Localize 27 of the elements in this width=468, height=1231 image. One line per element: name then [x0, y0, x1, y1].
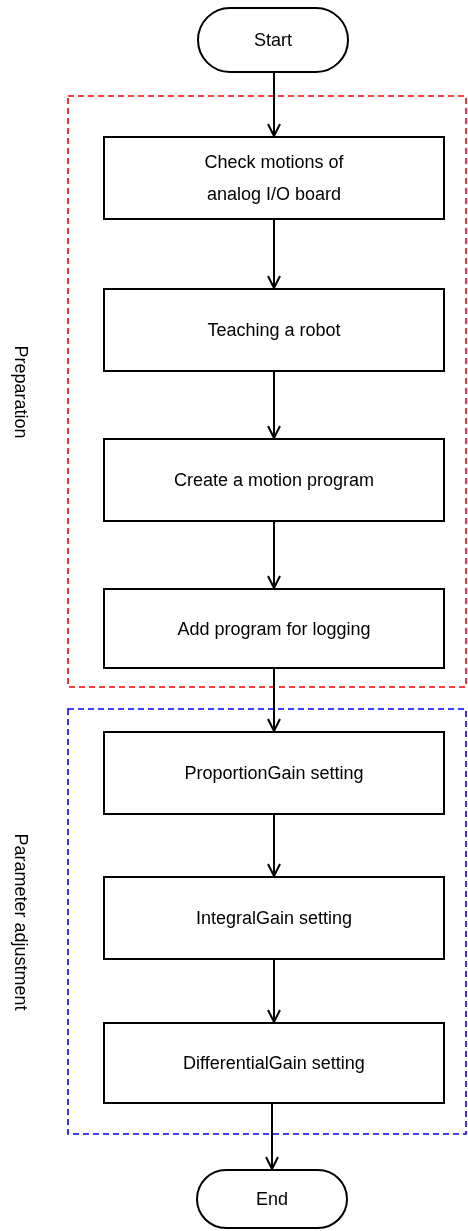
group-label: Preparation — [10, 344, 31, 439]
process-box — [103, 588, 445, 669]
process-box — [103, 876, 445, 960]
arrow — [267, 371, 281, 439]
terminal-shape — [196, 1169, 348, 1229]
box-label: Teaching a robot — [207, 319, 341, 342]
process-box — [103, 731, 445, 815]
process-box — [103, 136, 445, 220]
arrow — [267, 219, 281, 289]
arrow — [265, 1103, 279, 1170]
arrow — [267, 814, 281, 877]
box-label: DifferentialGain setting — [183, 1052, 365, 1075]
arrow — [267, 668, 281, 732]
process-box — [103, 288, 445, 372]
arrow — [267, 521, 281, 589]
box-label: Create a motion program — [173, 469, 375, 492]
box-label: ProportionGain setting — [184, 762, 364, 785]
box-label: End — [256, 1188, 288, 1211]
process-box — [103, 1022, 445, 1104]
arrow — [267, 959, 281, 1023]
box-label: Check motions of analog I/O board — [203, 151, 345, 206]
process-box — [103, 438, 445, 522]
box-label: Start — [254, 29, 292, 52]
arrow — [267, 72, 281, 137]
box-label: Add program for logging — [177, 617, 371, 641]
group-label: Parameter adjustment — [10, 832, 31, 1011]
box-label: IntegralGain setting — [195, 907, 353, 930]
